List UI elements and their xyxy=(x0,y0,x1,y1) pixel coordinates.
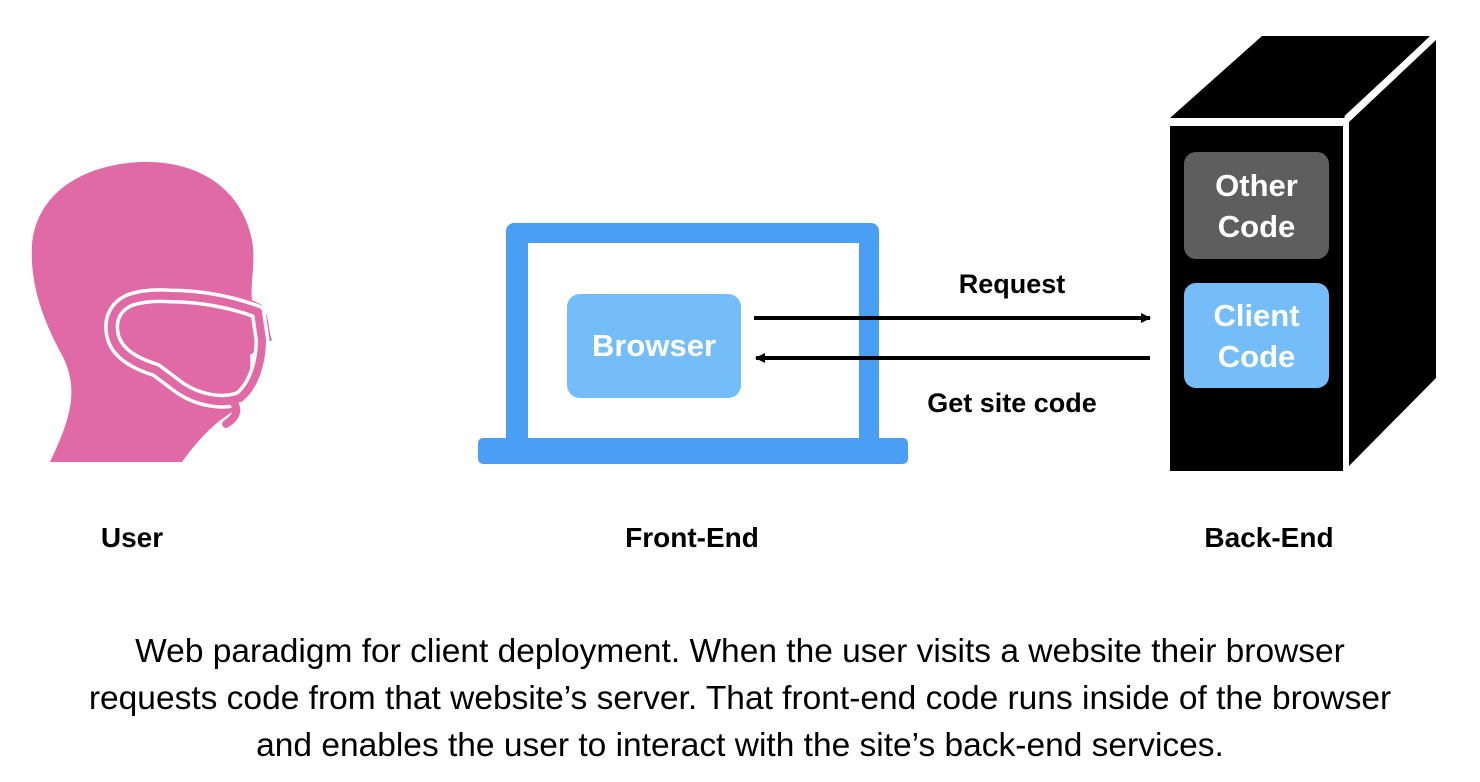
other-code-label: Other Code xyxy=(1184,165,1329,247)
frontend-label: Front-End xyxy=(625,522,759,553)
client-code-line1: Client xyxy=(1213,298,1300,333)
client-code-line2: Code xyxy=(1217,339,1296,374)
client-code-block xyxy=(1184,283,1329,388)
masked-person-icon xyxy=(31,161,272,462)
caption-line-1: Web paradigm for client deployment. When… xyxy=(135,633,1345,670)
figure-caption: Web paradigm for client deployment. When… xyxy=(0,628,1480,769)
browser-label: Browser xyxy=(591,328,717,363)
request-label: Request xyxy=(958,269,1066,299)
other-code-line2: Code xyxy=(1217,209,1296,244)
backend-label: Back-End xyxy=(1204,522,1334,553)
caption-line-3: and enables the user to interact with th… xyxy=(256,727,1224,764)
caption-line-2: requests code from that website’s server… xyxy=(88,680,1392,717)
other-code-block xyxy=(1184,152,1329,259)
client-code-label: Client Code xyxy=(1184,295,1329,377)
response-label: Get site code xyxy=(927,388,1097,418)
browser-box xyxy=(567,294,741,398)
other-code-line1: Other xyxy=(1215,168,1298,203)
user-label: User xyxy=(100,522,164,553)
